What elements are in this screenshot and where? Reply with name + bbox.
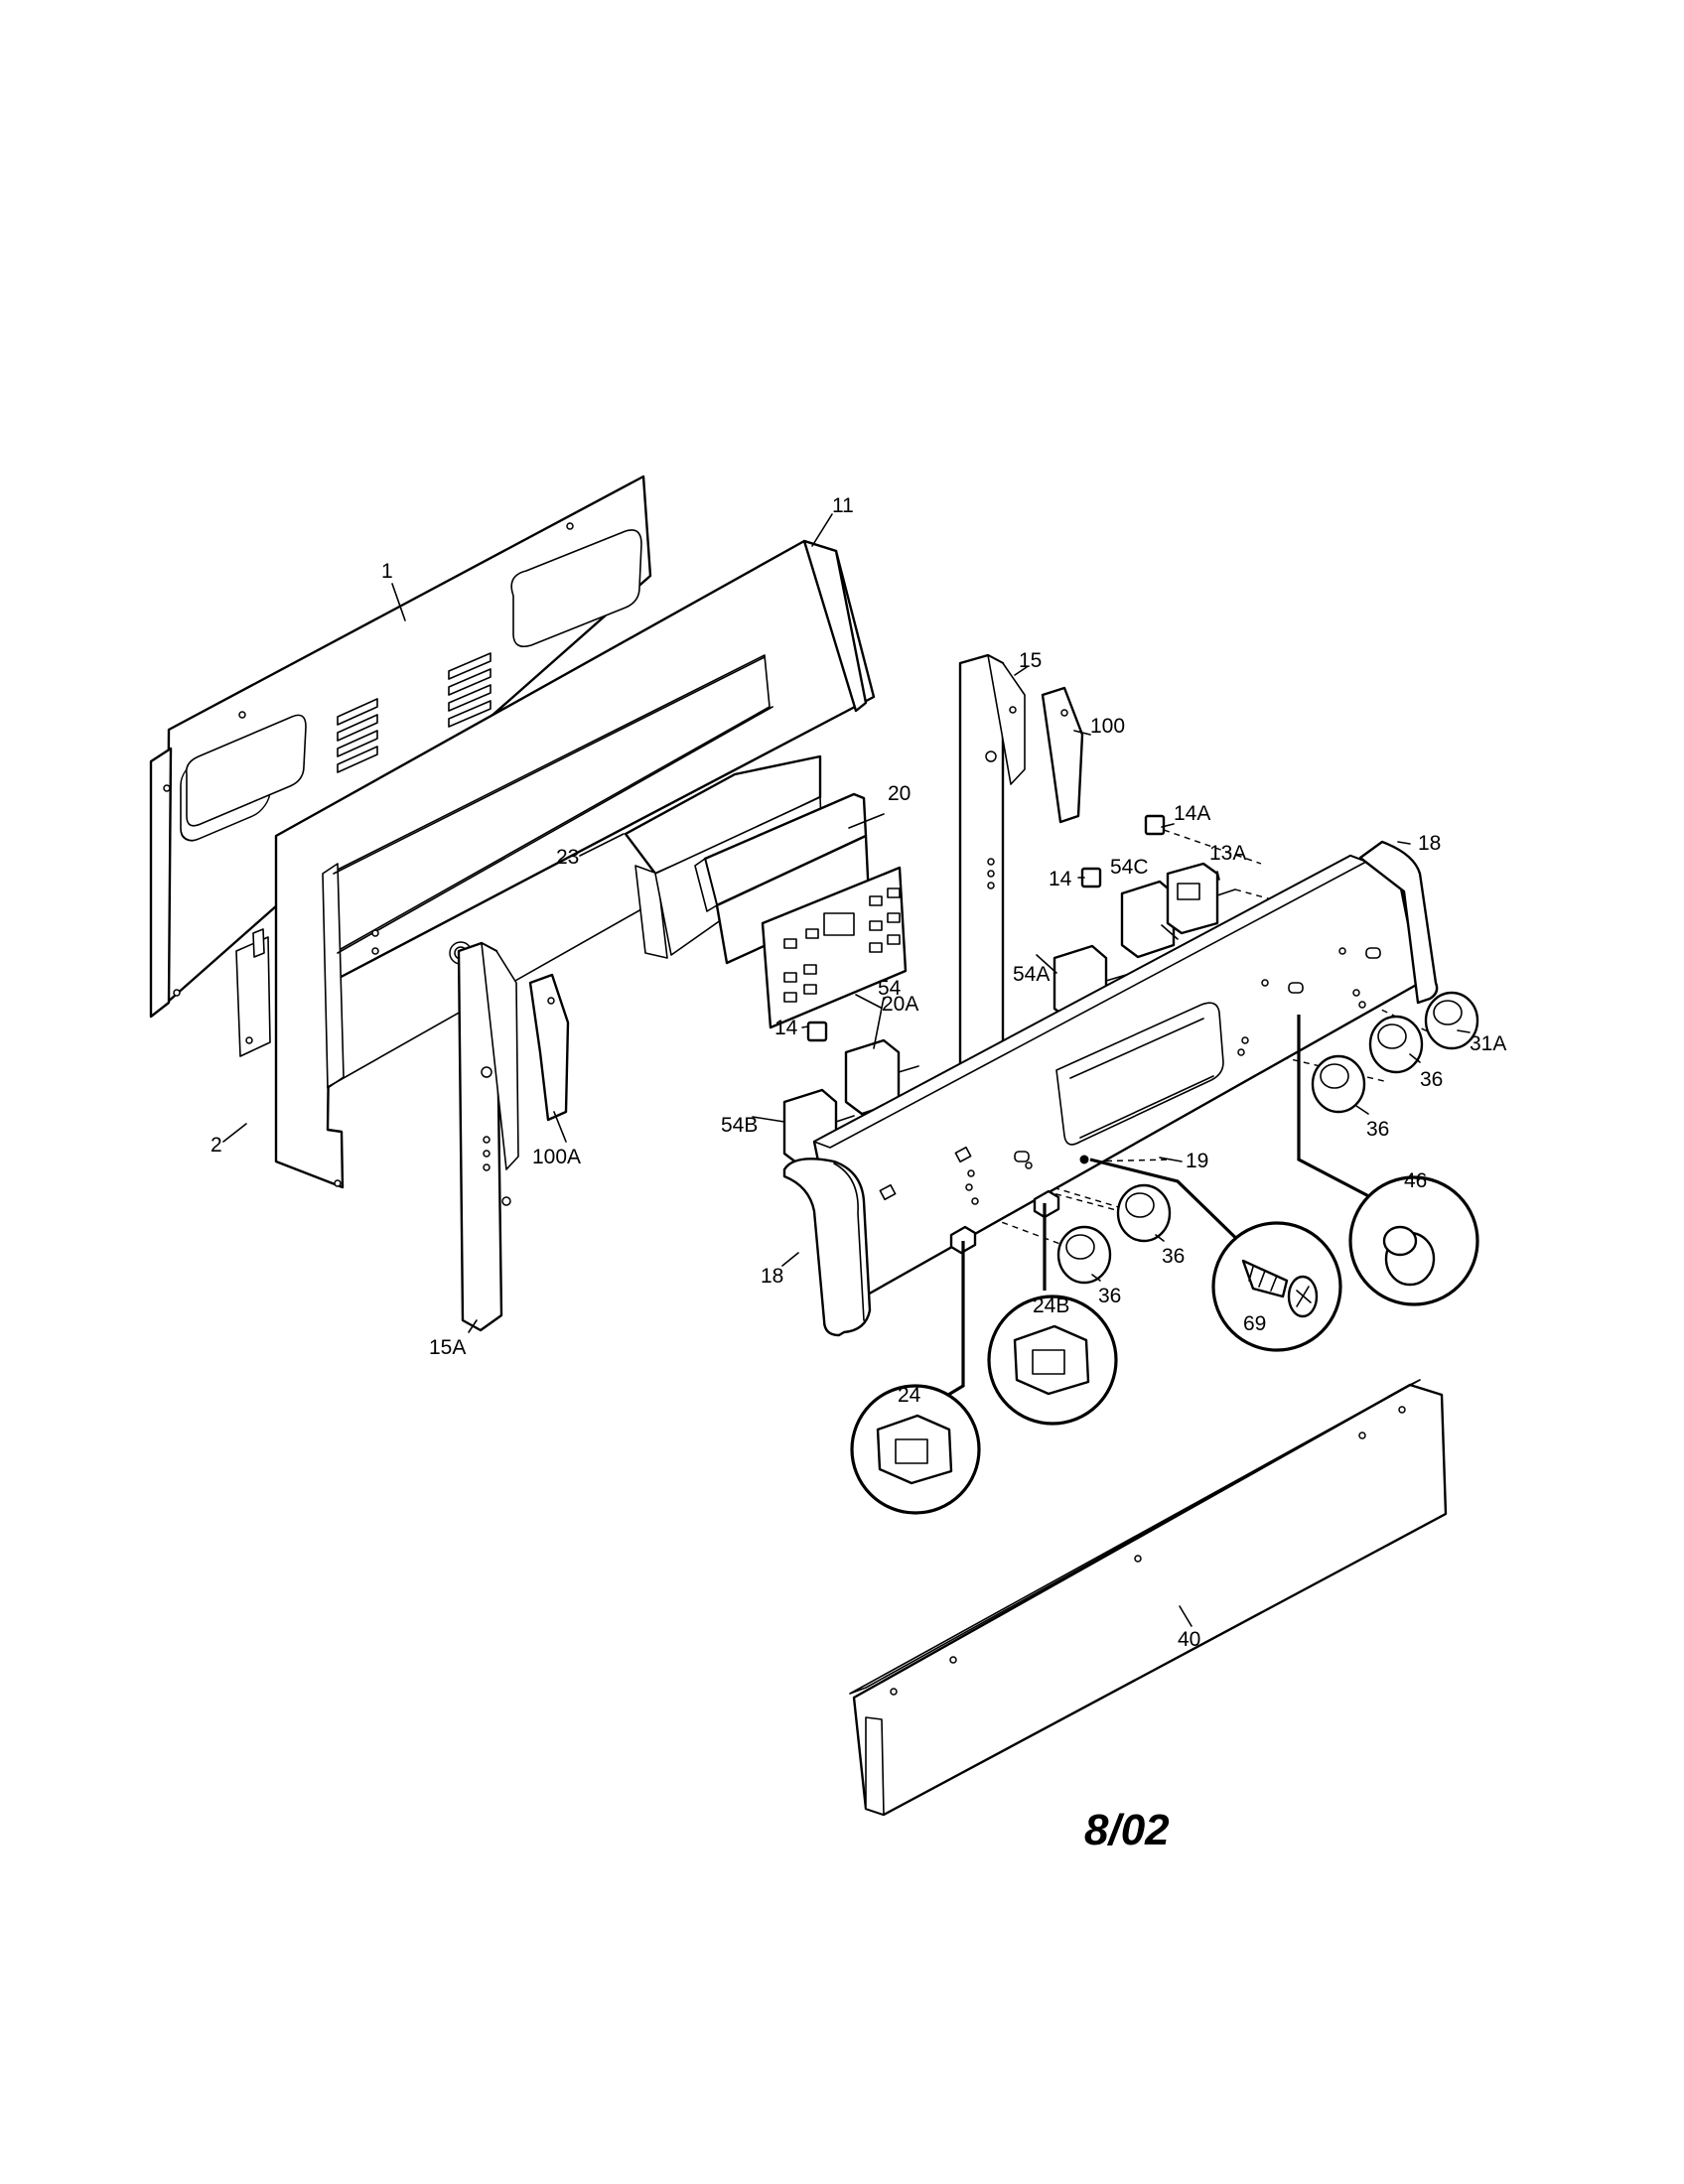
- callout-15A: 15A: [429, 1336, 466, 1359]
- end-cap-part-18-right: [1358, 840, 1439, 1005]
- callout-14-upper: 14: [1049, 868, 1072, 890]
- callout-36-b: 36: [1366, 1118, 1389, 1141]
- callout-19: 19: [1186, 1150, 1208, 1172]
- callout-36-a: 36: [1420, 1068, 1443, 1091]
- callout-24: 24: [898, 1384, 921, 1407]
- switch-part-13A: [1166, 862, 1236, 935]
- callout-31A: 31A: [1470, 1032, 1506, 1055]
- callout-14-lower: 14: [774, 1017, 798, 1039]
- leader-lines: [222, 513, 1471, 1627]
- callout-100: 100: [1090, 715, 1125, 738]
- callout-14A: 14A: [1174, 802, 1210, 825]
- keypad-buttons: [783, 887, 901, 1003]
- terminal-part-14A: [1144, 814, 1166, 836]
- callout-18-right: 18: [1418, 832, 1441, 855]
- callout-23: 23: [556, 846, 579, 869]
- terminal-part-14-lower: [806, 1021, 828, 1042]
- screw-small: [1079, 1155, 1089, 1164]
- callout-18-left: 18: [761, 1265, 783, 1288]
- callout-15: 15: [1019, 649, 1042, 672]
- detail-circle-24: [850, 1241, 981, 1515]
- callout-11: 11: [832, 494, 854, 517]
- callout-1: 1: [381, 560, 393, 583]
- callout-40: 40: [1178, 1628, 1200, 1651]
- callout-20A: 20A: [882, 993, 918, 1016]
- callout-69: 69: [1243, 1312, 1266, 1335]
- callout-20: 20: [888, 782, 911, 805]
- knob-part-31A: [1424, 991, 1479, 1050]
- callout-36-d: 36: [1098, 1285, 1121, 1307]
- callout-2: 2: [210, 1134, 222, 1157]
- callout-54: 54: [878, 977, 902, 1000]
- callout-13A: 13A: [1209, 842, 1246, 865]
- keypad-overlay-part-20A: [761, 866, 908, 1029]
- knob-part-36-a: [1368, 1015, 1424, 1074]
- rocker-switch-small-24B: [1033, 1189, 1060, 1219]
- kick-plate-part-40: [849, 1379, 1448, 1817]
- callout-100A: 100A: [532, 1146, 581, 1168]
- detail-circle-69: [1089, 1158, 1342, 1352]
- knob-part-36-c: [1116, 1183, 1172, 1243]
- side-bracket-part-15A: [457, 941, 519, 1332]
- knob-part-36-d: [1056, 1225, 1112, 1285]
- callout-54C: 54C: [1110, 856, 1149, 879]
- electronic-control-part-20: [694, 792, 871, 965]
- callout-24B: 24B: [1033, 1295, 1069, 1317]
- date-stamp: 8/02: [1084, 1806, 1170, 1854]
- small-bracket-part-100A: [528, 973, 570, 1122]
- rocker-switch-small-24: [949, 1225, 977, 1255]
- callout-46: 46: [1404, 1169, 1427, 1192]
- bracket-part-2: [235, 928, 271, 1057]
- small-bracket-part-100: [1041, 686, 1084, 824]
- callout-54B: 54B: [721, 1114, 758, 1137]
- callout-54A: 54A: [1013, 963, 1050, 986]
- detail-circle-46: [1297, 1015, 1479, 1306]
- callout-36-c: 36: [1162, 1245, 1185, 1268]
- end-cap-part-18-left: [782, 1158, 872, 1337]
- knob-part-36-b: [1311, 1054, 1366, 1114]
- callout-labels: 1 11 2 23 20 20A 15 100 100A 15A 14A 14 …: [210, 494, 1506, 1651]
- detail-circle-24B: [987, 1203, 1118, 1426]
- vent-slots: [337, 652, 491, 773]
